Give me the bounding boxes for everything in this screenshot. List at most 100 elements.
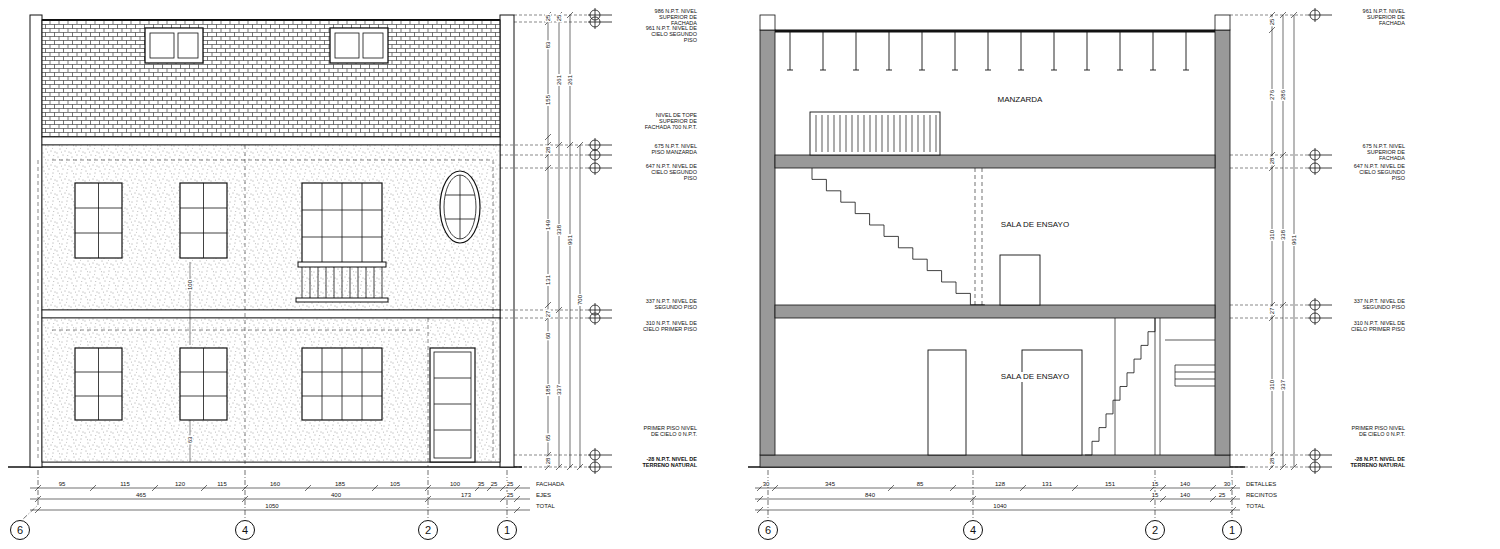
dimension-lines-part: [588, 8, 612, 474]
level-note: 310 N.P.T. NIVEL DE CIELO PRIMER PISO: [641, 320, 697, 332]
facade-elevation-part: [302, 348, 382, 420]
dimension-lines-part: [1230, 15, 1310, 467]
axis-bubble: 6: [758, 520, 778, 540]
dimension-value: 185: [545, 384, 551, 396]
dimension-value: 85: [916, 481, 925, 487]
dimension-value: 15: [1151, 481, 1160, 487]
facade-elevation-part: [180, 183, 227, 258]
dimension-value: 25: [490, 481, 499, 487]
building-section-part: [760, 455, 1230, 467]
dimension-value: 151: [1104, 481, 1116, 487]
building-section-part: [787, 70, 1189, 71]
facade-elevation-part: [75, 348, 122, 420]
facade-elevation-part: [8, 466, 522, 468]
facade-elevation-part: [38, 145, 493, 467]
facade-elevation-part: [440, 171, 480, 243]
dimension-value: 173: [460, 492, 472, 498]
dimension-lines-part: [548, 15, 580, 467]
room-label: SALA DE ENSAYO: [1000, 372, 1070, 382]
facade-elevation: [8, 15, 522, 467]
dimension-row-label: RECINTOS: [1246, 492, 1277, 498]
dimension-value: 115: [119, 481, 131, 487]
facade-elevation-part: [190, 262, 191, 462]
facade-elevation-part: [335, 33, 359, 58]
facade-elevation-part: [444, 175, 476, 239]
level-note: 961 N.P.T. NIVEL SUPERIOR DE FACHADA: [1349, 8, 1405, 26]
facade-elevation-part: [145, 28, 203, 63]
building-section-part: [1000, 255, 1040, 305]
axis-number: 2: [1152, 525, 1158, 536]
dimension-value: 400: [330, 492, 342, 498]
dimension-value: 60: [545, 332, 551, 341]
room-label: SALA DE ENSAYO: [1000, 220, 1070, 230]
building-section-part: [775, 30, 1215, 33]
level-note: 337 N.P.T. NIVEL DE SEGUNDO PISO: [1349, 298, 1405, 310]
dimension-row-label: TOTAL: [536, 503, 555, 509]
dimension-value: 30: [762, 481, 771, 487]
building-section-part: [810, 112, 940, 155]
facade-elevation-part: [330, 28, 388, 63]
dimension-value: 337: [1280, 379, 1286, 391]
dimension-value: 100: [449, 481, 461, 487]
facade-elevation-part: [296, 298, 388, 302]
dimension-value: 140: [1179, 492, 1191, 498]
dimension-value: 261: [567, 74, 573, 86]
building-section-part: [928, 350, 966, 455]
building-section-part: [1215, 15, 1230, 30]
building-section-part: [1165, 340, 1215, 386]
dimension-lines-part: [768, 470, 1232, 520]
dimension-value: 286: [1280, 89, 1286, 101]
dimension-value: 310: [1269, 229, 1275, 241]
facade-elevation-part: [302, 348, 382, 420]
axis-number: 4: [242, 525, 248, 536]
dimension-value: 35: [477, 481, 486, 487]
building-section-part: [1022, 350, 1082, 455]
axis-bubble: 4: [235, 520, 255, 540]
building-section-part: [775, 305, 1215, 318]
building-section-part: [1215, 30, 1230, 455]
facade-elevation-part: [42, 20, 500, 137]
dimension-value: 185: [334, 481, 346, 487]
facade-elevation-part: [298, 262, 386, 267]
facade-elevation-part: [302, 183, 382, 263]
axis-number: 2: [425, 525, 431, 536]
dimension-value: 28: [545, 457, 551, 466]
dimension-value: 128: [994, 481, 1006, 487]
building-section-part: [790, 32, 1186, 70]
facade-elevation-part: [434, 352, 471, 458]
level-note: 675 N.P.T. NIVEL SUPERIOR DE FACHADA: [1349, 143, 1405, 161]
dimension-value: 840: [864, 492, 876, 498]
dimension-value: 120: [174, 481, 186, 487]
dimension-value: 345: [824, 481, 836, 487]
facade-elevation-part: [75, 183, 122, 258]
axis-number: 4: [970, 525, 976, 536]
facade-elevation-part: [42, 137, 500, 145]
building-section-part: [812, 168, 985, 305]
dimension-lines: [22, 8, 1332, 520]
dimension-value: 276: [1269, 89, 1275, 101]
dimension-value: 1050: [264, 503, 279, 509]
level-note: 310 N.P.T. NIVEL DE CIELO PRIMER PISO: [1349, 320, 1405, 332]
dimension-value: 27: [545, 310, 551, 319]
dimension-value: 261: [556, 74, 562, 86]
dimension-value: 338: [556, 224, 562, 236]
dimension-lines-part: [30, 488, 530, 510]
dimension-value: 310: [1269, 379, 1275, 391]
dimension-value: 115: [216, 481, 228, 487]
dimension-value: 160: [269, 481, 281, 487]
dimension-row-label: TOTAL: [1246, 503, 1265, 509]
dimension-value: 25: [556, 14, 562, 23]
level-note: 675 N.P.T. NIVEL PISO MANZARDA: [641, 143, 697, 155]
axis-number: 6: [765, 525, 771, 536]
dimension-value: 155: [545, 94, 551, 106]
building-section-part: [760, 15, 775, 30]
dimension-value: 30: [1223, 481, 1232, 487]
axis-bubble: 1: [1222, 520, 1242, 540]
facade-elevation-part: [180, 348, 227, 420]
facade-elevation-part: [302, 183, 382, 263]
dimension-lines-part: [1269, 12, 1275, 470]
dimension-lines-part: [500, 15, 590, 467]
dimension-lines-part: [22, 470, 507, 520]
